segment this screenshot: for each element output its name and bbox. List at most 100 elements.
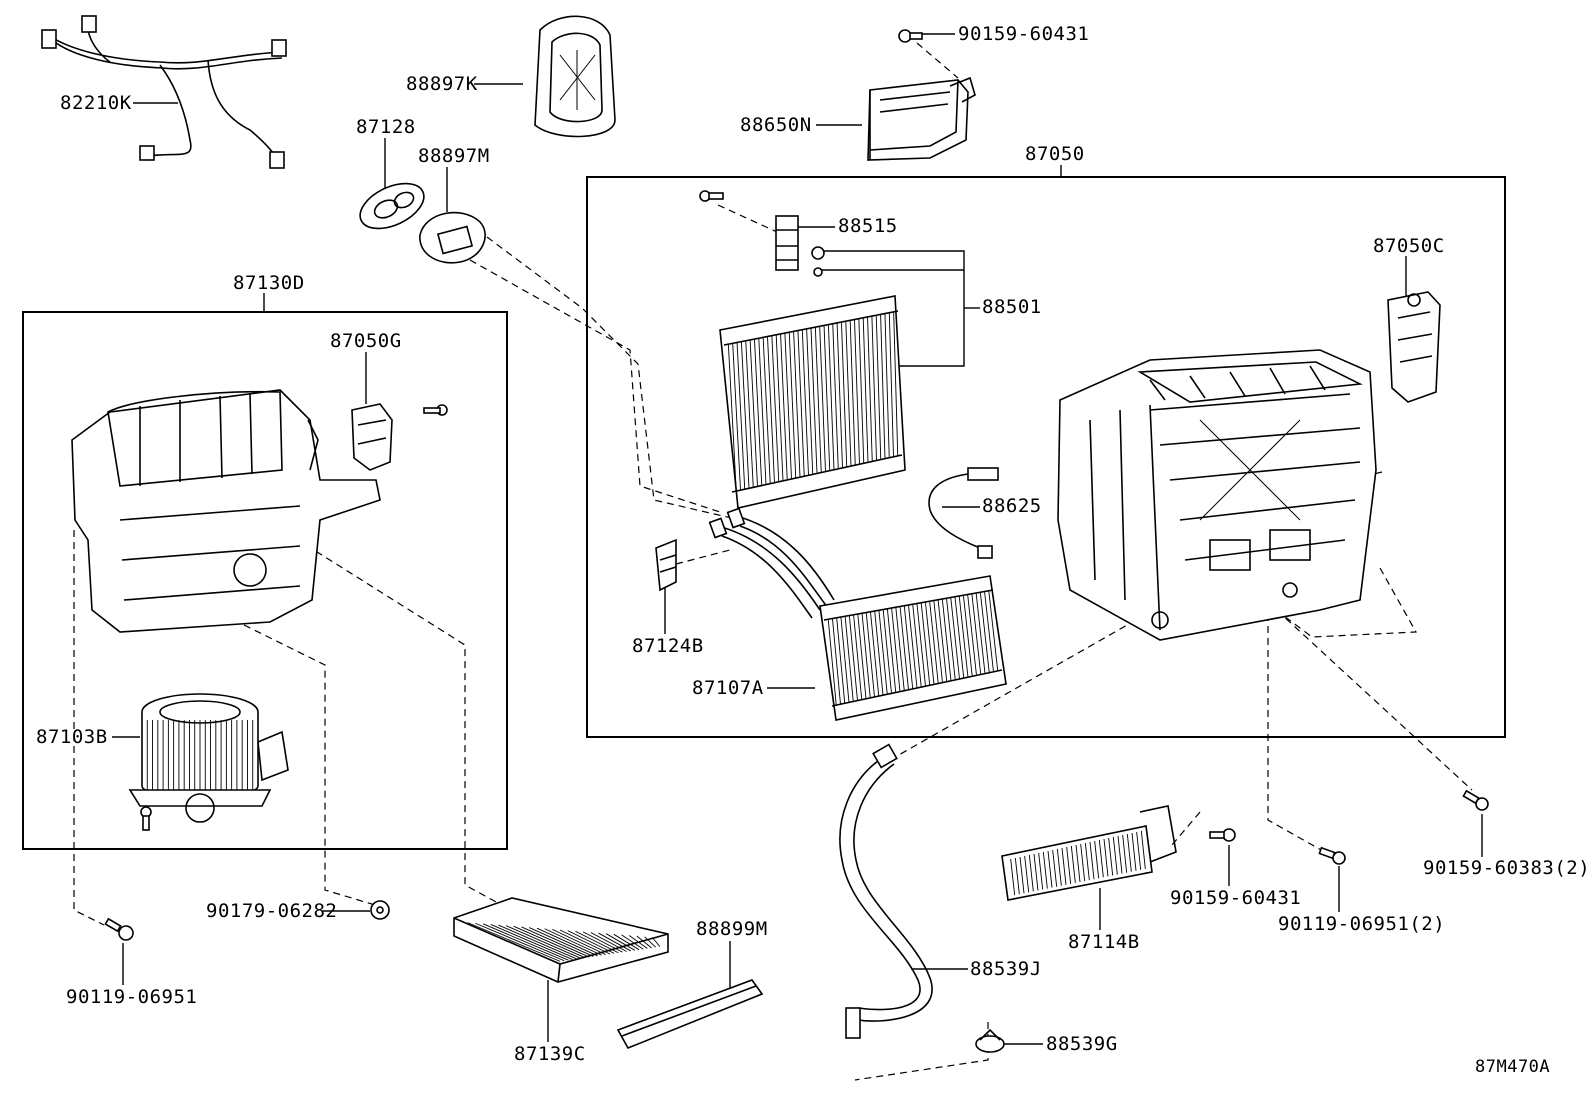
fin-line (810, 327, 818, 474)
label-87050c: 87050C (1373, 235, 1445, 257)
label-88899m: 88899M (696, 918, 768, 940)
fin-line (529, 927, 594, 957)
fin-line (1112, 836, 1118, 875)
fin-line (1089, 841, 1095, 880)
fin-line (1024, 855, 1030, 893)
fin-line (958, 595, 969, 678)
fin-line (559, 929, 611, 955)
fin-line (628, 935, 648, 949)
bolt-90119-06951-2 (1318, 846, 1346, 865)
fin-line (780, 333, 788, 480)
label-87128: 87128 (356, 116, 416, 138)
fin-line (771, 335, 780, 482)
fin-line (867, 316, 873, 462)
fin-line (1094, 840, 1100, 879)
fin-line (933, 600, 943, 683)
fin-line (893, 311, 899, 456)
fin-line (1108, 837, 1114, 876)
fin-line (1103, 838, 1109, 877)
label-90159-60431-top: 90159-60431 (958, 23, 1090, 45)
fin-line (767, 336, 775, 483)
fin-line (895, 607, 905, 691)
label-88897m: 88897M (418, 145, 490, 167)
fin-line (552, 928, 607, 956)
module-88650n (867, 29, 976, 161)
label-88625: 88625 (982, 495, 1042, 517)
label-87050: 87050 (1025, 143, 1085, 165)
bolt-90159-60431-top (898, 29, 923, 43)
fin-line (878, 610, 888, 695)
fin-line (848, 615, 858, 701)
nut-90179-06282 (370, 900, 390, 920)
fin-line (836, 617, 846, 704)
grille-88897k (534, 15, 616, 138)
fin-line (1038, 852, 1044, 890)
fin-line (1122, 834, 1128, 873)
evaporator-88501 (719, 295, 906, 509)
fin-line (727, 344, 737, 492)
fin-line (884, 313, 890, 458)
fin-line (858, 318, 865, 464)
fin-line (891, 607, 901, 692)
blower-motor-87103b (128, 693, 289, 831)
fin-line (788, 332, 797, 479)
fin-line (908, 604, 918, 689)
fin-line (758, 338, 767, 485)
fin-line (1052, 849, 1058, 887)
label-87103b: 87103B (36, 726, 108, 748)
bolt-90159-60383-2 (1462, 789, 1489, 811)
drawing-code: 87M470A (1475, 1057, 1551, 1077)
fin-line (954, 596, 965, 679)
fin-line (1028, 854, 1034, 892)
fin-line (880, 314, 886, 459)
fin-line (950, 597, 960, 680)
fin-line (886, 608, 897, 693)
label-88650n: 88650N (740, 114, 812, 136)
fin-line (575, 930, 619, 954)
label-88501: 88501 (982, 296, 1042, 318)
label-87139c: 87139C (514, 1043, 586, 1065)
panel-87114b (1001, 805, 1177, 901)
fin-line (1136, 831, 1142, 870)
fin-line (874, 610, 884, 696)
fin-line (775, 334, 784, 481)
label-87130d: 87130D (233, 272, 305, 294)
blower-assembly-frame (22, 311, 508, 850)
actuator-87050g (351, 403, 448, 471)
label-90159-60431-mid: 90159-60431 (1170, 887, 1302, 909)
fin-line (490, 924, 573, 960)
fin-line (941, 598, 952, 681)
fin-line (841, 322, 848, 468)
fin-line (1010, 858, 1016, 896)
fin-line (975, 592, 986, 674)
screw-87050g (423, 404, 448, 416)
fin-line (621, 934, 644, 950)
fin-line (754, 339, 763, 486)
fin-line (1131, 832, 1137, 871)
fin-line (912, 604, 922, 688)
bracket-87124b (655, 538, 677, 592)
fin-line (861, 613, 871, 698)
fin-line (819, 326, 826, 472)
fin-line (844, 616, 854, 702)
label-87050g: 87050G (330, 330, 402, 352)
fin-line (836, 322, 843, 468)
fin-line (1061, 847, 1067, 885)
fin-line (875, 315, 882, 460)
label-90159-60383-2: 90159-60383(2) (1423, 857, 1591, 879)
fin-line (598, 932, 631, 952)
label-88539g: 88539G (1046, 1033, 1118, 1055)
fin-line (888, 312, 894, 457)
cover-88899m (616, 979, 764, 1050)
fin-line (814, 327, 822, 473)
fin-line (1080, 843, 1086, 882)
fin-line (505, 925, 582, 959)
fin-line (651, 937, 661, 947)
fin-line (636, 935, 652, 949)
fin-line (1056, 848, 1062, 886)
fin-line (849, 320, 856, 466)
fin-line (475, 922, 565, 962)
fin-line (1126, 833, 1132, 872)
expansion-valve-88515 (699, 190, 825, 277)
fin-line (567, 930, 615, 954)
